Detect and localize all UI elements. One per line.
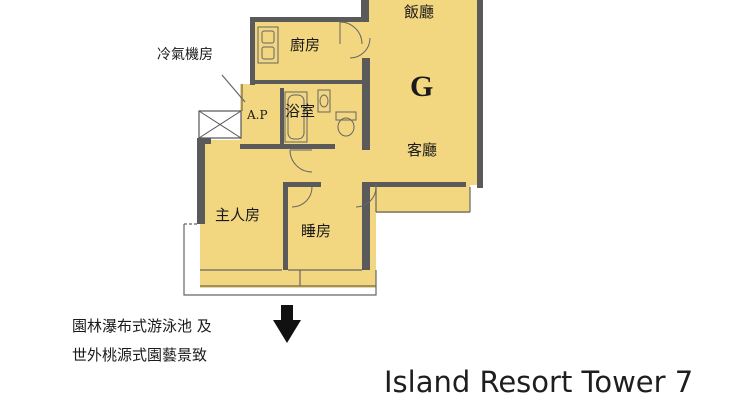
description-line-1: 園林瀑布式游泳池 及	[72, 317, 212, 335]
basin-icon	[317, 89, 331, 113]
toilet-icon	[335, 111, 357, 137]
room-label-bathroom: 浴室	[285, 102, 316, 120]
room-label-kitchen: 廚房	[290, 36, 321, 54]
room-label-master-bedroom: 主人房	[215, 206, 261, 224]
room-label-dining: 飯廳	[404, 3, 435, 21]
sink-icon	[257, 26, 279, 64]
floor-area	[200, 0, 479, 288]
room-label-ac-room: 冷氣機房	[157, 47, 213, 63]
ac-plant-box	[198, 110, 242, 139]
room-label-ap: A.P	[247, 108, 268, 122]
unit-label: G	[410, 70, 434, 103]
bathtub-icon	[284, 91, 308, 143]
door-swing-icon	[289, 21, 377, 208]
description-line-2: 世外桃源式園藝景致	[72, 346, 208, 364]
room-label-bedroom: 睡房	[301, 222, 332, 240]
thin-outlines	[183, 74, 471, 296]
walls	[197, 0, 483, 270]
down-arrow-icon	[273, 305, 301, 343]
page-title: Island Resort Tower 7	[384, 365, 694, 399]
room-label-living: 客廳	[407, 141, 438, 159]
